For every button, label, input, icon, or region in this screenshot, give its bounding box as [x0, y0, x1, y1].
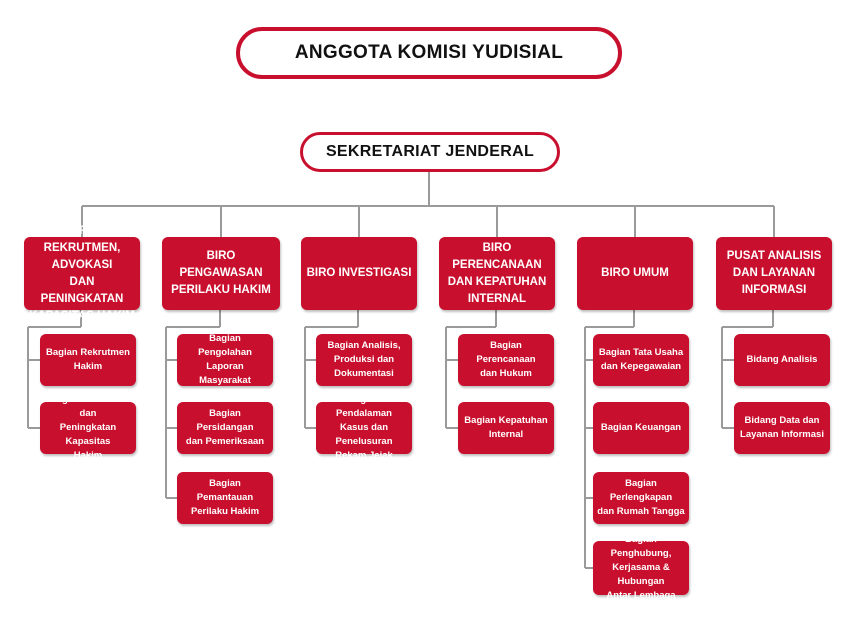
unit-box-3: BIRO INVESTIGASI — [301, 237, 417, 310]
sub-unit-box: Bagian Rekrutmen Hakim — [40, 334, 136, 386]
secretariat-label: SEKRETARIAT JENDERAL — [325, 143, 535, 160]
unit-box-6: PUSAT ANALISIS DAN LAYANAN INFORMASI — [716, 237, 832, 310]
sub-unit-box: Bidang Analisis — [734, 334, 830, 386]
sub-unit-box: Bagian Persidangan dan Pemeriksaan — [177, 402, 273, 454]
sub-unit-box: Bagian Perencanaan dan Hukum — [458, 334, 554, 386]
sub-unit-box: Bagian Pengolahan Laporan Masyarakat — [177, 333, 273, 386]
sub-unit-box: Bagian Kepatuhan Internal — [458, 402, 554, 454]
top-node-label: ANGGOTA KOMISI YUDISIAL — [294, 42, 564, 63]
unit-box-2: BIRO PENGAWASAN PERILAKU HAKIM — [162, 237, 280, 310]
sub-unit-box: Bagian Analisis, Produksi dan Dokumentas… — [316, 334, 412, 386]
secretariat-node: SEKRETARIAT JENDERAL — [300, 132, 560, 172]
top-node-anggota-komisi: ANGGOTA KOMISI YUDISIAL — [236, 27, 622, 79]
sub-unit-box: Bidang Data dan Layanan Informasi — [734, 402, 830, 454]
sub-unit-box: Bagian Pemantauan Perilaku Hakim — [177, 472, 273, 524]
sub-unit-box: Bagian Keuangan — [593, 402, 689, 454]
unit-box-1: BIRO REKRUTMEN, ADVOKASI DAN PENINGKATAN… — [24, 225, 140, 322]
sub-unit-box: Bagian Pendalaman Kasus dan Penelusuran … — [316, 394, 412, 461]
sub-unit-box: Bagian Tata Usaha dan Kepegawaian — [593, 334, 689, 386]
unit-box-4: BIRO PERENCANAAN DAN KEPATUHAN INTERNAL — [439, 237, 555, 310]
sub-unit-box: Bagian Penghubung, Kerjasama & Hubungan … — [593, 534, 689, 601]
sub-unit-box: Bagian Perlengkapan dan Rumah Tangga — [593, 472, 689, 524]
unit-box-5: BIRO UMUM — [577, 237, 693, 310]
sub-unit-box: Bagian Advokasi dan Peningkatan Kapasita… — [40, 394, 136, 461]
